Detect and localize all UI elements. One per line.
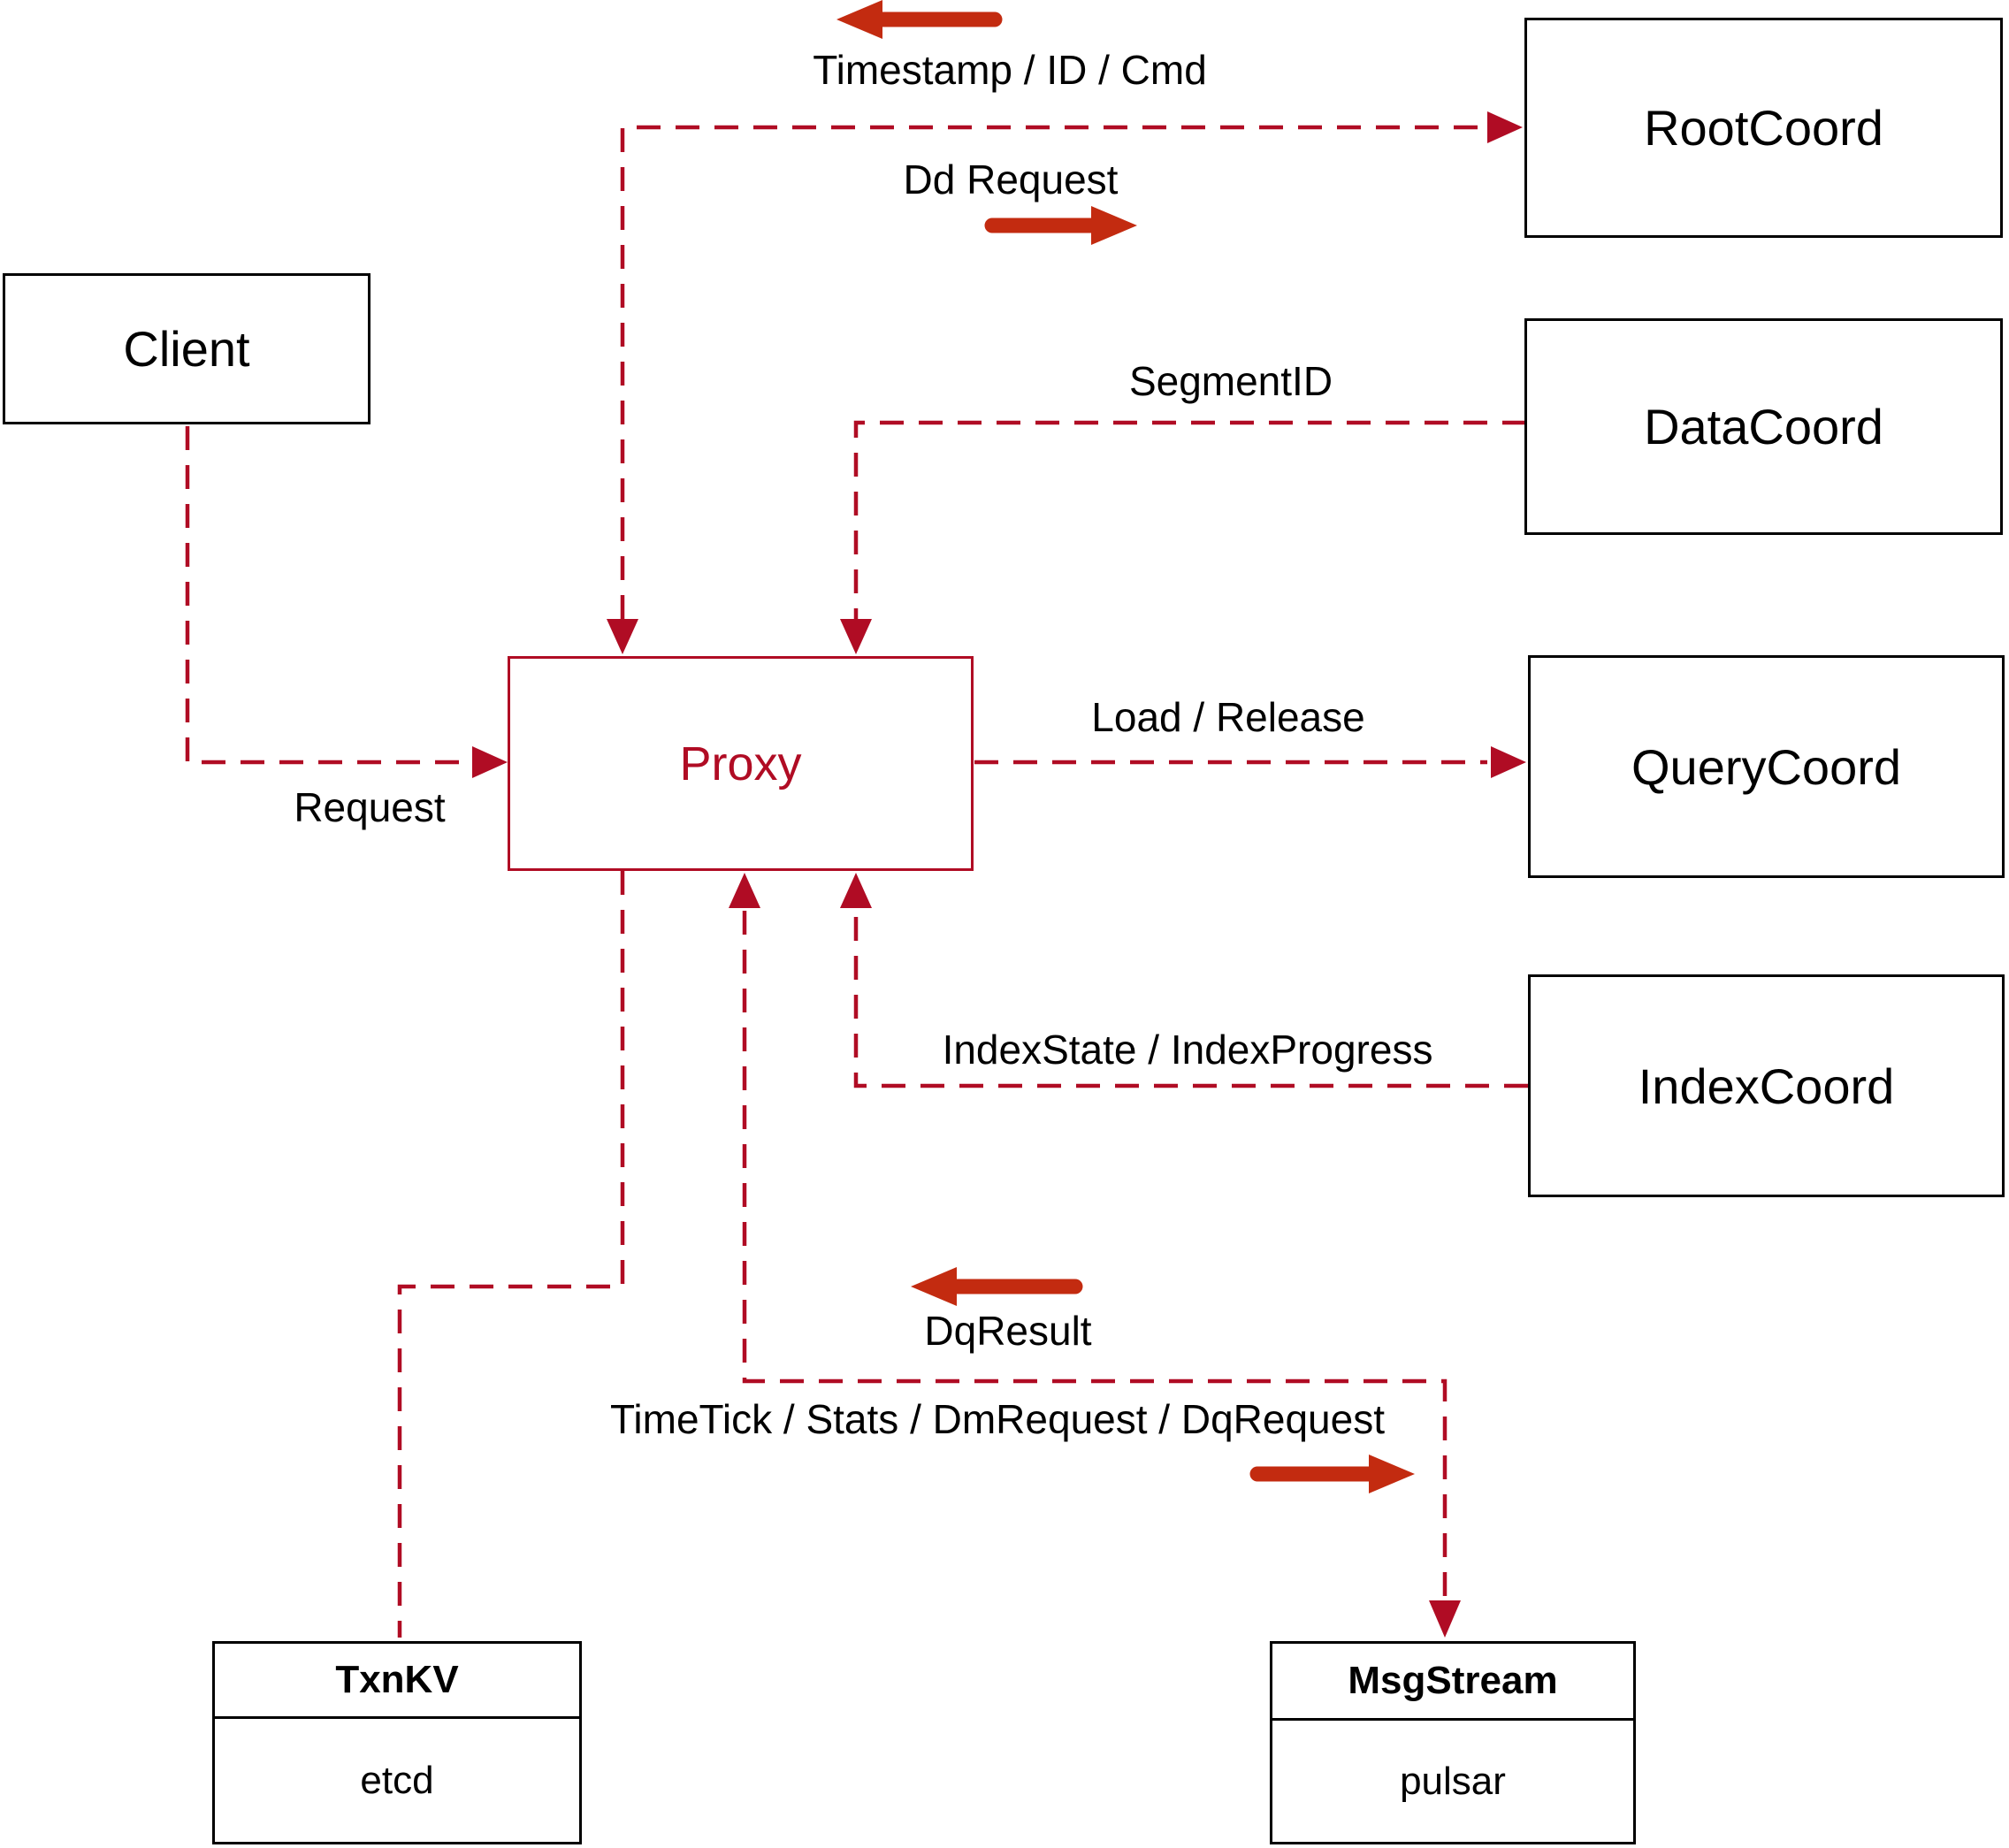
time-tick-arrow-head [1369,1455,1415,1493]
node-indexcoord-label: IndexCoord [1638,1058,1895,1114]
edge-rootcoord-arrowhead [1487,111,1523,143]
edge-proxy-top-right-arrowhead [840,619,872,654]
edge-label-request: Request [294,784,446,830]
node-txnkv-impl-cell: etcd [215,1719,579,1842]
node-querycoord-label: QueryCoord [1631,738,1902,795]
node-datacoord-label: DataCoord [1644,399,1883,454]
node-txnkv-impl: etcd [360,1758,434,1802]
edge-label-dq-result: DqResult [924,1308,1092,1354]
edge-client-to-proxy-arrowhead [472,746,508,778]
time-tick-direction-arrow-icon [1249,1455,1415,1493]
edge-label-segment-id: SegmentID [1128,358,1333,404]
node-rootcoord: RootCoord [1524,18,2003,238]
node-txnkv: TxnKV etcd [212,1641,582,1844]
edge-label-dd-request: Dd Request [903,157,1119,202]
dd-request-direction-arrow-icon [984,206,1137,245]
edge-proxy-to-msgstream [742,911,1448,1599]
node-datacoord: DataCoord [1524,318,2003,535]
node-msgstream-impl-cell: pulsar [1272,1721,1633,1842]
edge-label-load-release: Load / Release [1091,694,1365,740]
node-msgstream-impl: pulsar [1400,1759,1506,1803]
node-querycoord: QueryCoord [1528,655,2005,878]
edge-querycoord-arrowhead [1491,746,1526,778]
edge-label-time-tick: TimeTick / Stats / DmRequest / DqRequest [610,1396,1385,1442]
node-msgstream-title-cell: MsgStream [1272,1644,1633,1721]
node-txnkv-title-cell: TxnKV [215,1644,579,1719]
node-proxy-label: Proxy [679,737,802,790]
edge-client-to-proxy [185,426,469,765]
edge-label-timestamp-id-cmd: Timestamp / ID / Cmd [813,47,1207,93]
node-txnkv-title: TxnKV [335,1658,459,1701]
node-proxy: Proxy [508,656,974,871]
dq-result-direction-arrow-icon [911,1267,1083,1306]
edge-indexcoord-to-proxy [853,911,1528,1088]
node-msgstream-title: MsgStream [1348,1659,1558,1702]
edge-proxy-bottom-right-arrowhead [840,873,872,908]
edge-proxy-top-left-arrowhead [607,619,638,654]
edge-label-index-state: IndexState / IndexProgress [942,1027,1433,1073]
edge-proxy-to-rootcoord [620,125,1486,619]
edge-proxy-to-txnkv [397,871,625,1638]
timestamp-arrow-head [836,0,882,39]
dq-result-arrow-head [911,1267,957,1306]
timestamp-direction-arrow-icon [836,0,1003,39]
node-rootcoord-label: RootCoord [1644,100,1883,156]
node-indexcoord: IndexCoord [1528,974,2005,1197]
edge-proxy-bottom-center-arrowhead [729,873,760,908]
dd-request-arrow-head [1091,206,1137,245]
node-msgstream: MsgStream pulsar [1270,1641,1636,1844]
node-client: Client [3,273,370,424]
node-client-label: Client [123,321,250,377]
edge-msgstream-arrowhead [1429,1600,1461,1638]
edge-datacoord-to-proxy [853,420,1526,619]
